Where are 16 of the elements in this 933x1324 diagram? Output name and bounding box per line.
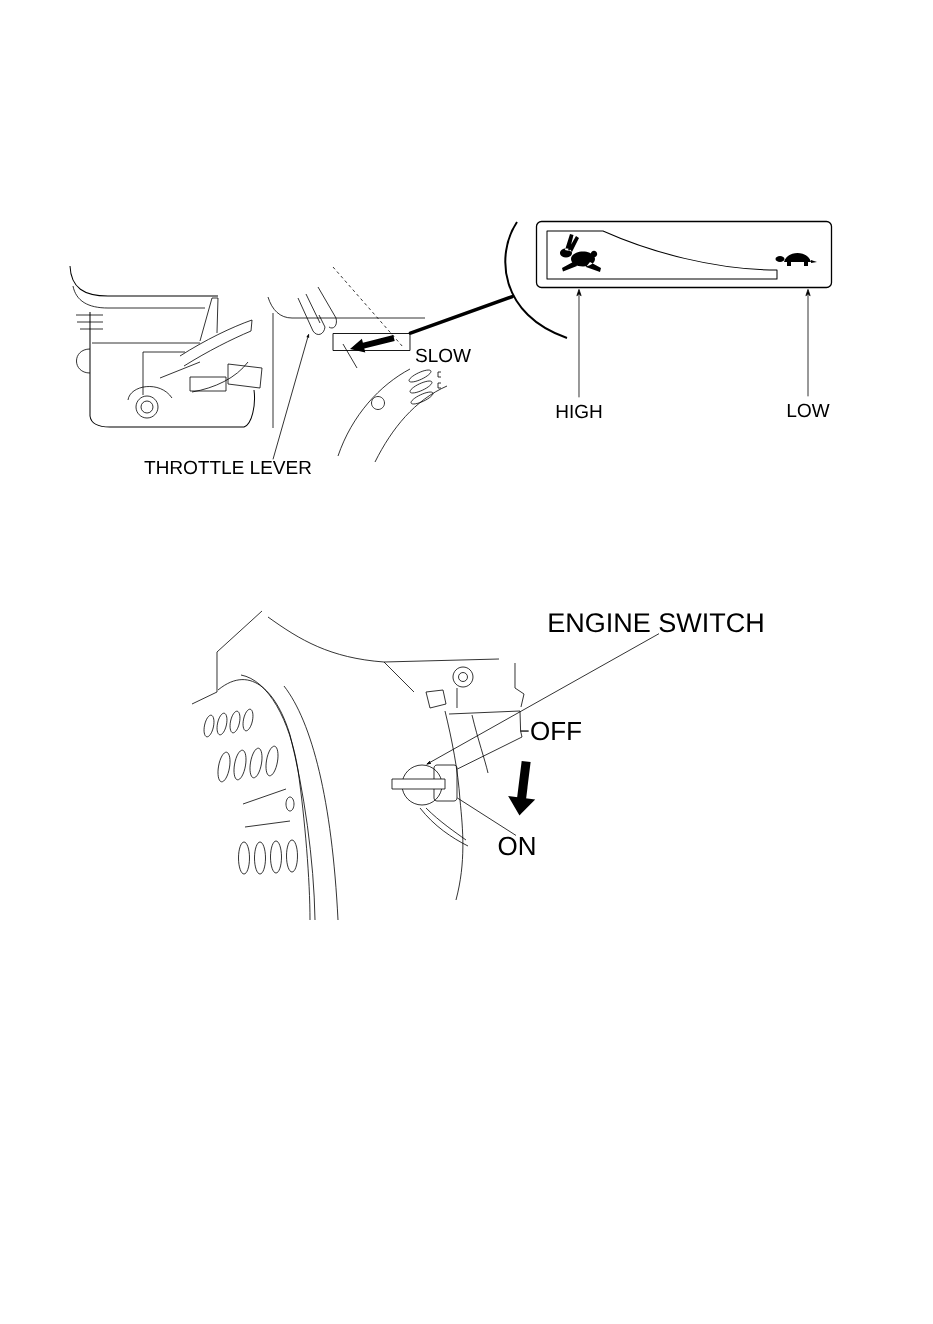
label-plate: [535, 220, 833, 289]
position-label: ON: [498, 836, 535, 856]
leader-line: [457, 797, 517, 836]
leader-line: [426, 633, 660, 765]
position-label: HIGH: [556, 404, 602, 419]
position-label: OFF: [531, 721, 581, 741]
position-label: LOW: [787, 403, 830, 418]
part-label: ENGINE SWITCH: [549, 613, 763, 633]
direction-label: SLOW: [415, 348, 471, 363]
part-label: THROTTLE LEVER: [144, 460, 311, 475]
pointer-arrow: [576, 289, 582, 398]
switch-knob: [391, 764, 458, 806]
leader-line: [272, 334, 310, 460]
pointer-arrow: [805, 289, 811, 397]
leader-line: [457, 730, 529, 770]
leader-line: [408, 294, 515, 335]
